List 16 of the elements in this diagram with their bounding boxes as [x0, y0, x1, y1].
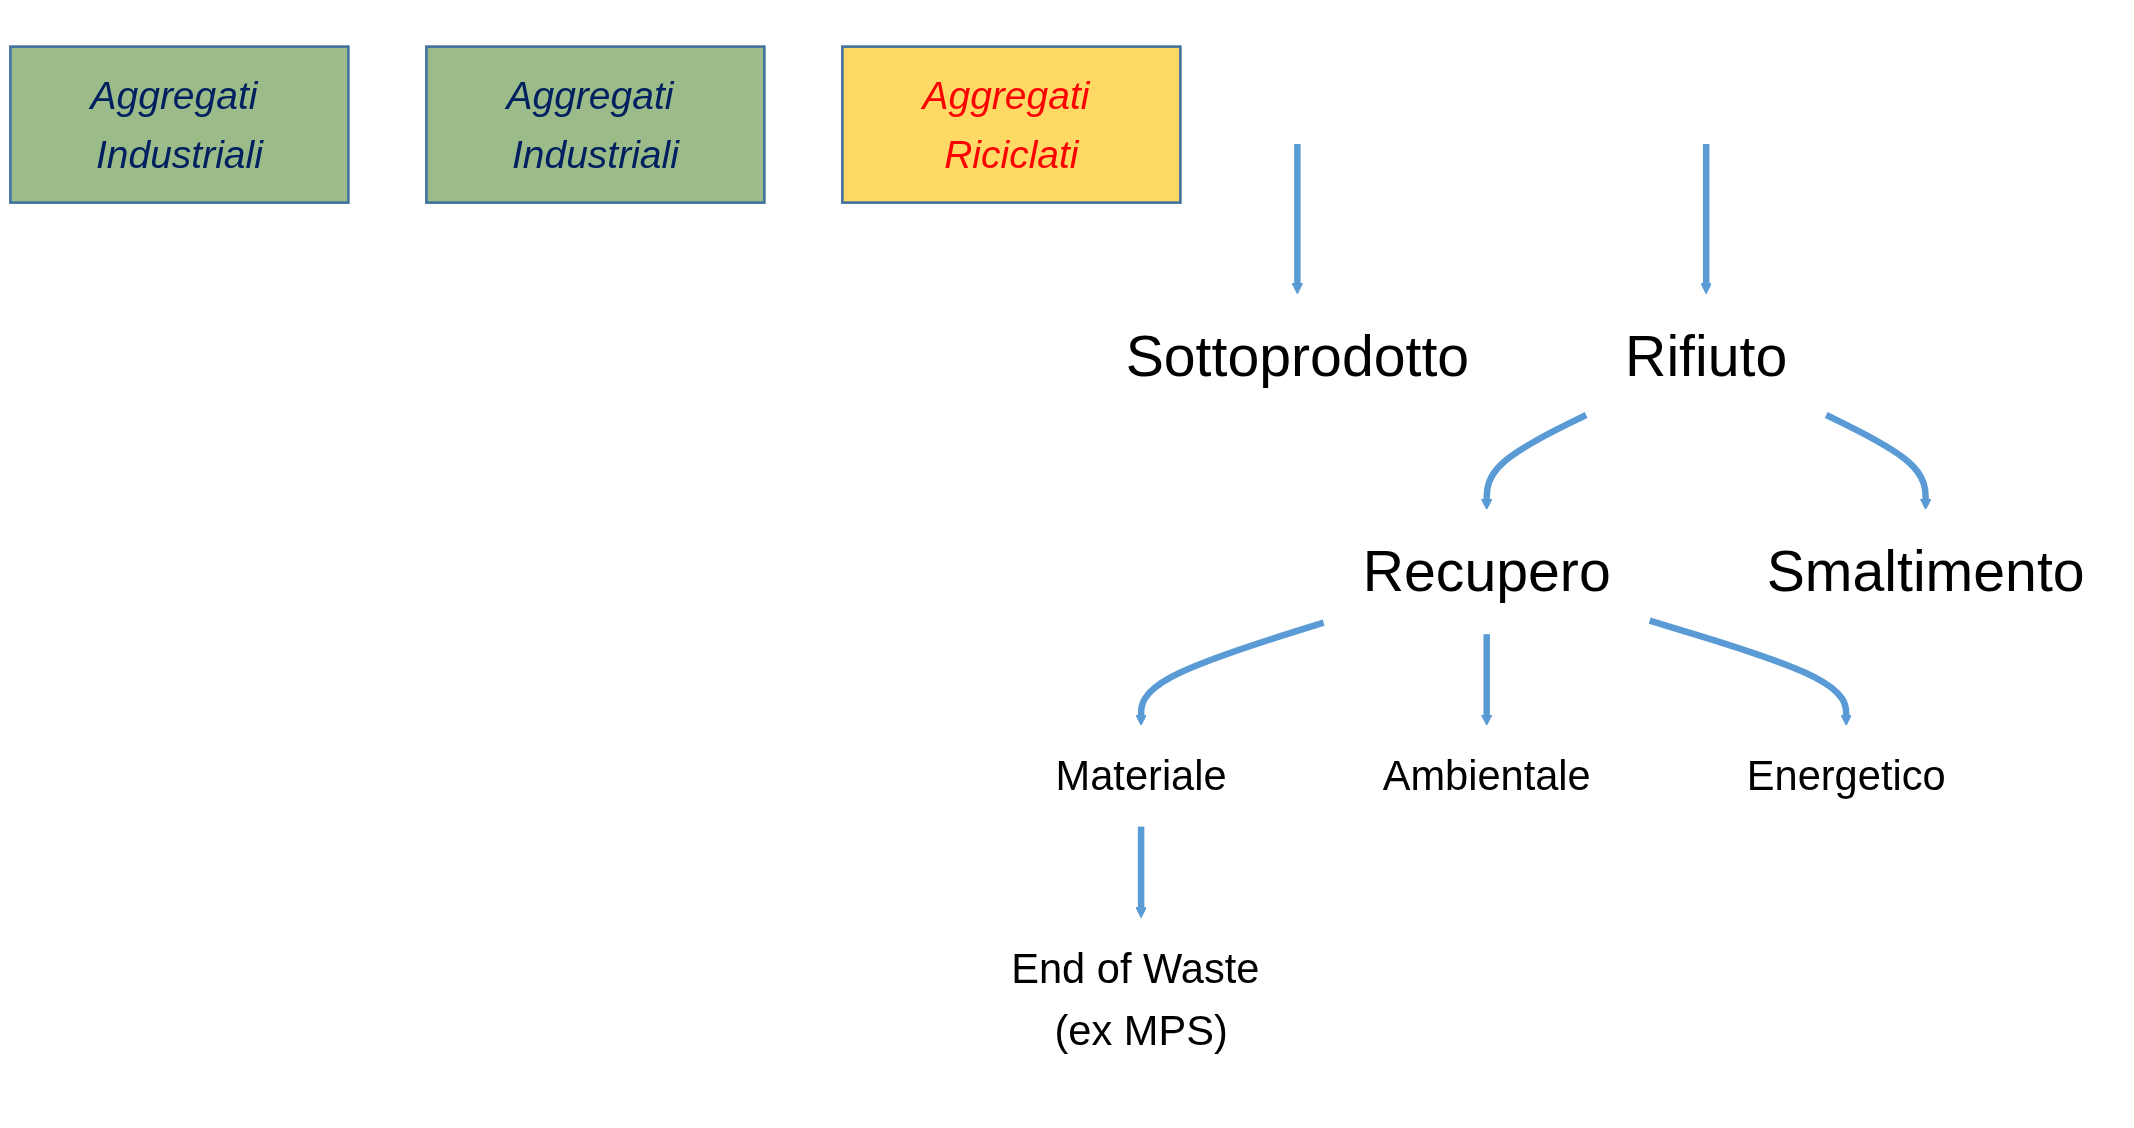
- node-text: Smaltimento: [1766, 539, 2085, 603]
- node-text: Materiale: [1055, 752, 1227, 800]
- arrow: [1135, 826, 1147, 919]
- arrow: [1135, 619, 1325, 726]
- node-text: Energetico: [1746, 752, 1946, 800]
- arrow: [1824, 412, 1932, 510]
- node-text: End of Waste (ex MPS): [1011, 944, 1260, 1055]
- node-text: Rifiuto: [1625, 323, 1788, 388]
- arrow: [1480, 412, 1588, 510]
- node-box: Aggregati Industriali: [425, 45, 766, 204]
- node-box: Aggregati Riciclati: [841, 45, 1182, 204]
- arrow: [1648, 617, 1852, 726]
- node-text: Sottoprodotto: [1125, 323, 1470, 388]
- node-text: Ambientale: [1382, 752, 1591, 800]
- node-box: Aggregati Industriali: [9, 45, 350, 204]
- node-text: Recupero: [1362, 539, 1611, 603]
